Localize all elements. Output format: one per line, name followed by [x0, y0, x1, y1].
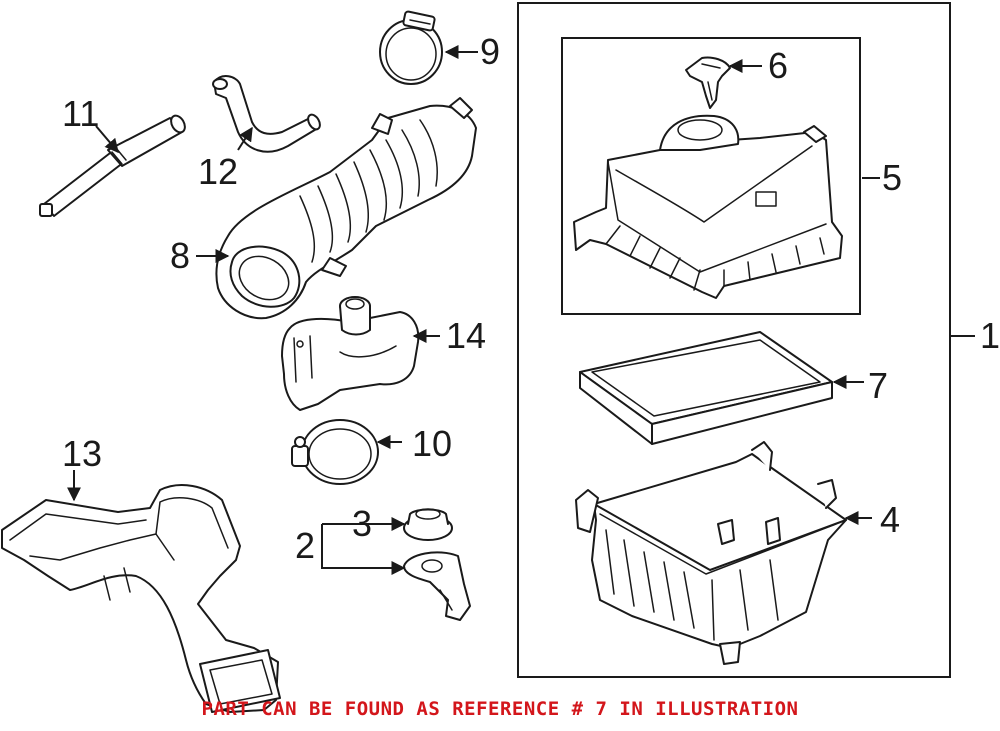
callout-6: 6: [768, 45, 788, 86]
part-13-lower-duct[interactable]: [1, 484, 281, 713]
callout-1: 1: [980, 315, 1000, 356]
callout-2: 2: [295, 525, 315, 566]
callout-4: 4: [880, 499, 900, 540]
upper-cover-frame: [561, 37, 861, 315]
part-9-clamp[interactable]: [379, 10, 443, 85]
callout-11: 11: [62, 93, 99, 134]
reference-note: PART CAN BE FOUND AS REFERENCE # 7 IN IL…: [201, 698, 799, 720]
part-8-intake-duct[interactable]: [215, 97, 477, 320]
part-5-upper-cover[interactable]: [573, 114, 843, 299]
part-7-filter[interactable]: [579, 331, 833, 445]
part-10-clamp[interactable]: [291, 419, 379, 485]
callout-5: 5: [882, 157, 902, 198]
part-4-lower-housing[interactable]: [575, 441, 847, 665]
callout-9: 9: [480, 31, 500, 72]
callout-8: 8: [170, 235, 190, 276]
part-6-clip[interactable]: [685, 56, 731, 109]
part-12-bent-hose[interactable]: [212, 75, 322, 153]
callout-13: 13: [62, 433, 102, 474]
leader-lines: [67, 45, 975, 575]
callout-7: 7: [868, 365, 888, 406]
assembly-frame: [517, 2, 951, 678]
callout-3: 3: [352, 503, 372, 544]
part-3-grommet[interactable]: [403, 508, 453, 541]
callout-14: 14: [446, 315, 486, 356]
callout-10: 10: [412, 423, 452, 464]
callout-12: 12: [198, 151, 238, 192]
part-2-bracket[interactable]: [403, 551, 471, 621]
part-11-hose[interactable]: [39, 113, 188, 217]
part-14-resonator[interactable]: [281, 296, 420, 411]
